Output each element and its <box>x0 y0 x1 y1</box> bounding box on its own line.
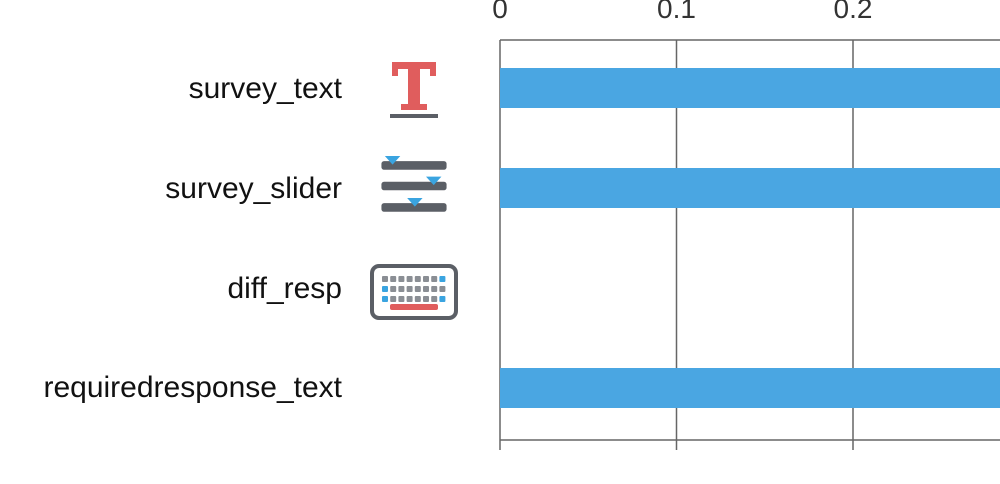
row-label-survey-slider: survey_slider <box>165 172 342 205</box>
row-label-survey-text: survey_text <box>188 72 342 105</box>
x-tick-label: 0 <box>492 0 508 24</box>
slider-icon <box>381 156 447 212</box>
text-tool-icon <box>390 62 438 118</box>
x-tick-label: 0.2 <box>834 0 873 24</box>
bar-survey-slider <box>500 168 1000 208</box>
keyboard-icon <box>370 264 458 320</box>
bar-requiredresponse-text <box>500 368 1000 408</box>
row-label-diff-resp: diff_resp <box>227 272 342 305</box>
row-label-requiredresponse-text: requiredresponse_text <box>43 371 342 404</box>
x-tick-label: 0.1 <box>657 0 696 24</box>
bar-survey-text <box>500 68 1000 108</box>
